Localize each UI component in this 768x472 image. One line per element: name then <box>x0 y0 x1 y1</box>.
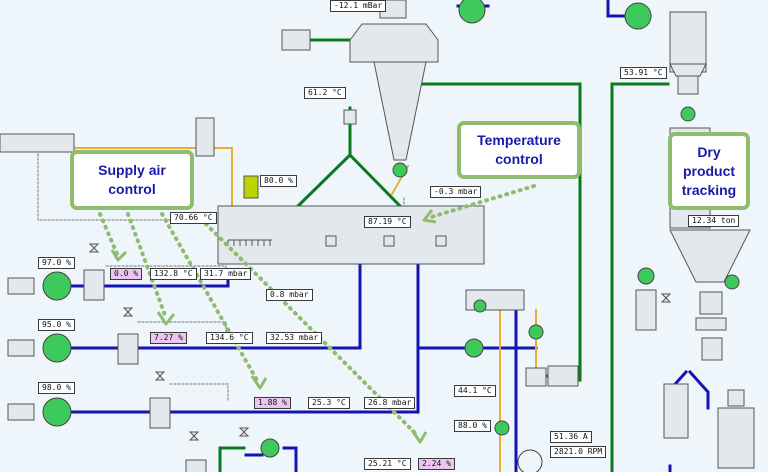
readout-current: 51.36 A <box>550 431 592 443</box>
callout-supply-air-label: Supply air control <box>98 162 166 197</box>
readout-fan1-pct: 97.0 % <box>38 257 75 269</box>
cyclone-icon <box>349 0 439 161</box>
callout-temperature: Temperature control <box>457 121 581 179</box>
readout-bed-temp: 87.19 °C <box>364 216 411 228</box>
readout-press3: 26.8 mbar <box>364 397 416 409</box>
callout-temperature-label: Temperature control <box>477 132 561 167</box>
duct-icon <box>0 29 579 421</box>
callout-dry-product-label: Dry product tracking <box>681 143 737 198</box>
rotary-valve-icon <box>392 106 696 436</box>
readout-product-temp: 53.91 °C <box>620 67 667 79</box>
readout-top-pressure: -12.1 mBar <box>330 0 387 12</box>
readout-right-pct: 88.0 % <box>454 420 491 432</box>
readout-fan3-pct: 98.0 % <box>38 382 75 394</box>
readout-speed: 2821.0 RPM <box>550 446 607 458</box>
readout-temp-bottom: 25.21 °C <box>364 458 411 470</box>
motor-icon <box>517 449 543 472</box>
readout-fan-pct: 80.0 % <box>260 175 297 187</box>
readout-temp1: 132.8 °C <box>150 268 197 280</box>
readout-press1: 31.7 mbar <box>200 268 252 280</box>
fluid-bed-chamber <box>217 205 485 265</box>
readout-inlet-temp: 70.66 °C <box>170 212 217 224</box>
setpoint-4[interactable]: 2.24 % <box>418 458 455 470</box>
setpoint-1[interactable]: 0.0 % <box>110 268 143 280</box>
valve-icon <box>88 109 672 441</box>
fan-icon <box>42 0 740 458</box>
filter-icon <box>83 269 755 472</box>
readout-cyclone-temp: 61.2 °C <box>304 87 346 99</box>
callout-supply-air: Supply air control <box>70 150 194 210</box>
readout-press2: 32.53 mbar <box>266 332 323 344</box>
readout-press-mid: 0.8 mbar <box>266 289 313 301</box>
setpoint-3[interactable]: 1.88 % <box>254 397 291 409</box>
readout-temp2: 134.6 °C <box>206 332 253 344</box>
readout-weight: 12.34 ton <box>688 215 740 227</box>
setpoint-2[interactable]: 7.27 % <box>150 332 187 344</box>
readout-temp3: 25.3 °C <box>308 397 350 409</box>
readout-right-temp: 44.1 °C <box>454 385 496 397</box>
readout-fan2-pct: 95.0 % <box>38 319 75 331</box>
readout-chamber-pressure: -0.3 mbar <box>430 186 482 198</box>
callout-dry-product: Dry product tracking <box>668 132 750 210</box>
